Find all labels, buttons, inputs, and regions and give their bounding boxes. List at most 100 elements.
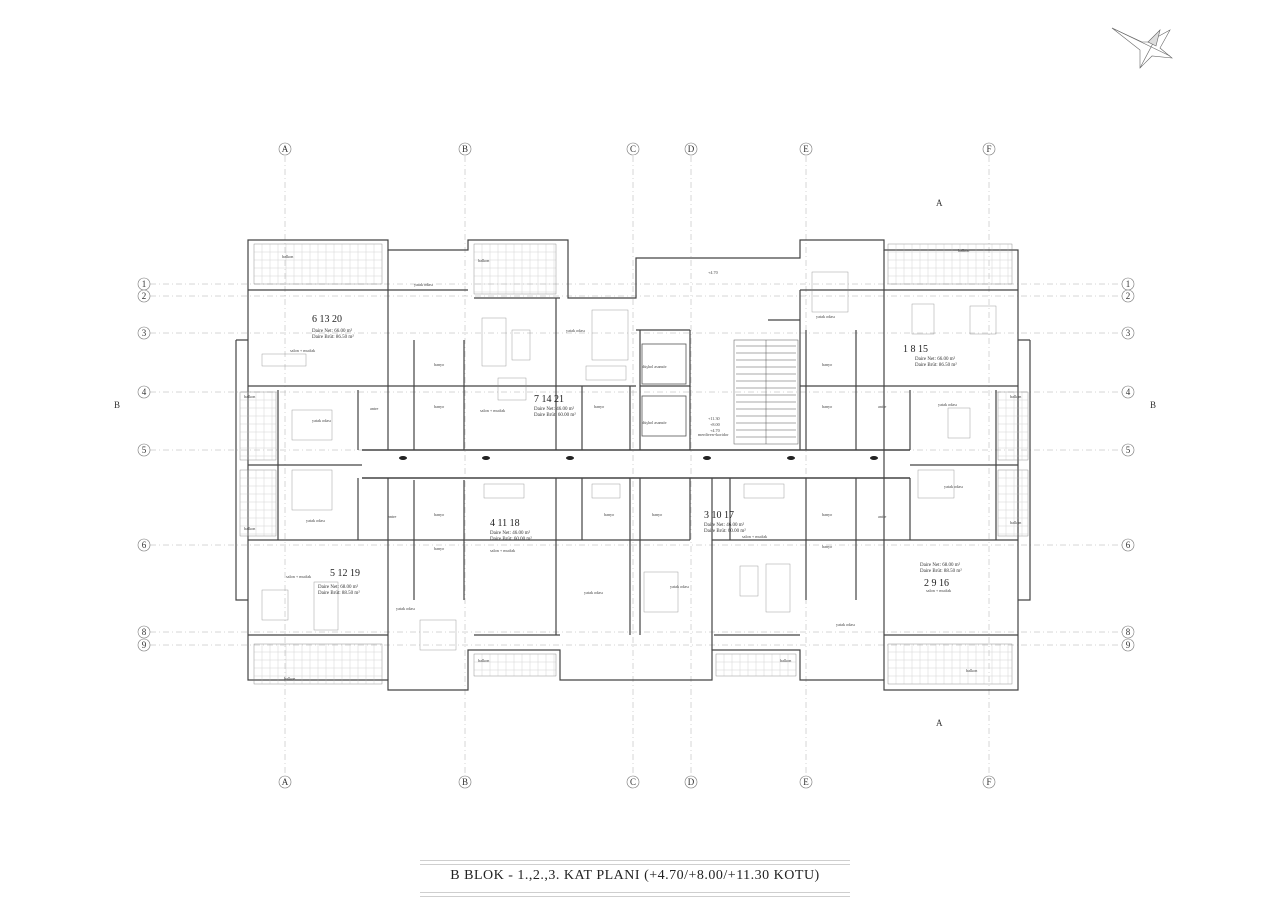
room-label-bedroom: yatak odası [944,484,964,489]
drawing-title-block: B BLOK - 1.,2.,3. KAT PLANI (+4.70/+8.00… [420,858,850,898]
grid-column-label: D [688,777,695,787]
grid-row-bubble [137,625,151,639]
room-label-bath: banyo [434,546,444,551]
room-label-balkon: balkon [1010,520,1022,525]
grid-row-label: 8 [142,627,147,637]
unit-numbers: 2 9 16 [924,578,949,589]
room-label-balkon: balkon [478,258,490,263]
grid-column-label: F [986,777,991,787]
grid-row-bubble [1121,289,1135,303]
level-mark: +4.70 [708,270,718,275]
room-label-bath: banyo [434,362,444,367]
section-mark-top: A [936,198,943,208]
grid-row-bubble [1121,326,1135,340]
room-label-bath: banyo [594,404,604,409]
room-label-living: salon + mutfak [290,348,316,353]
grid-row-label: 4 [142,387,147,397]
room-label-bedroom: yatak odası [414,282,434,287]
unit-gross-area: Daire Brüt: 86.50 m² [915,362,957,368]
grid-row-label: 8 [1126,627,1131,637]
room-label-elevator: düşhol asansör [642,420,667,425]
grid-column-label: E [803,144,809,154]
grid-row-bubble [137,289,151,303]
section-mark-right: B [1150,400,1156,410]
grid-row-bubble [1121,625,1135,639]
room-label-bath: banyo [434,512,444,517]
grid-row-label: 5 [1126,445,1131,455]
drawing-title: B BLOK - 1.,2.,3. KAT PLANI (+4.70/+8.00… [450,868,820,883]
unit-gross-area: Daire Brüt: 60.00 m² [704,528,746,534]
grid-column-label: A [282,777,289,787]
unit-numbers: 6 13 20 [312,314,342,325]
unit-label: 3 10 17 Daire Net: 46.00 m² Daire Brüt: … [704,510,746,534]
grid-column-bubble [278,775,292,789]
unit-numbers: 7 14 21 [534,394,564,405]
unit-net-area: Daire Net: 46.00 m² [704,522,745,528]
unit-gross-area: Daire Brüt: 88.50 m² [318,590,360,596]
room-label-balkon: balkon [966,668,978,673]
grid-row-label: 5 [142,445,147,455]
unit-net-area: Daire Net: 46.00 m² [534,406,575,412]
room-label-bedroom: yatak odası [306,518,326,523]
unit-gross-area: Daire Brüt: 88.50 m² [920,568,962,574]
room-label-living: salon + mutfak [286,574,312,579]
grid-column-label: D [688,144,695,154]
grid-row-label: 3 [1126,328,1131,338]
grid-row-bubble [1121,443,1135,457]
room-label-bath: banyo [434,404,444,409]
unit-gross-area: Daire Brüt: 60.00 m² [490,536,532,542]
unit-label: Daire Net: 68.00 m² Daire Brüt: 88.50 m²… [920,562,962,589]
grid-column-label: B [462,144,468,154]
unit-label: 1 8 15 Daire Net: 66.00 m² Daire Brüt: 8… [903,344,957,368]
unit-label: 5 12 19 Daire Net: 68.00 m² Daire Brüt: … [318,568,360,596]
room-label-bedroom: yatak odası [312,418,332,423]
grid-row-label: 3 [142,328,147,338]
balconies [239,243,1029,685]
grid-column-label: C [630,777,636,787]
door-markers [399,456,878,460]
unit-net-area: Daire Net: 68.00 m² [318,584,359,590]
room-label-balkon: balkon [284,676,296,681]
room-label-living: salon + mutfak [742,534,768,539]
room-label-bedroom: yatak odası [566,328,586,333]
grid-column-bubble [626,775,640,789]
grid-row-bubble [137,538,151,552]
room-label-bath: banyo [604,512,614,517]
room-label-bath: banyo [652,512,662,517]
grid-row-label: 6 [142,540,147,550]
grid-row-bubble [1121,385,1135,399]
room-label-bath: banyo [822,404,832,409]
room-label-bedroom: yatak odası [938,402,958,407]
grid-column-bubble [458,142,472,156]
grid-column-bubble [982,142,996,156]
level-mark: +11.30 [708,416,720,421]
grid-column-bubble [684,775,698,789]
section-mark-bottom: A [936,718,943,728]
balcony-hatching [240,244,1028,684]
unit-labels: 6 13 20 Daire Net: 66.00 m² Daire Brüt: … [312,314,962,596]
room-label-balkon: balkon [780,658,792,663]
grid-column-bubble [799,142,813,156]
unit-numbers: 4 11 18 [490,518,520,529]
unit-label: 6 13 20 Daire Net: 66.00 m² Daire Brüt: … [312,314,354,340]
unit-numbers: 5 12 19 [330,568,360,579]
room-label-balkon: balkon [244,394,256,399]
section-mark-left: B [114,400,120,410]
room-label-hall: antre [878,514,887,519]
north-arrow-icon [1111,27,1173,69]
grid-row-label: 4 [1126,387,1131,397]
grid-row-label: 9 [142,640,147,650]
grid-column-bubble [684,142,698,156]
room-label-balkon: balkon [244,526,256,531]
grid-column-bubble [626,142,640,156]
grid-column-label: E [803,777,809,787]
room-label-balkon: balkon [478,658,490,663]
grid-lines [150,156,1122,776]
grid-row-label: 2 [1126,291,1131,301]
room-label-bedroom: yatak odası [584,590,604,595]
unit-numbers: 3 10 17 [704,510,734,521]
unit-label: 4 11 18 Daire Net: 46.00 m² Daire Brüt: … [490,518,532,542]
room-label-living: salon + mutfak [926,588,952,593]
